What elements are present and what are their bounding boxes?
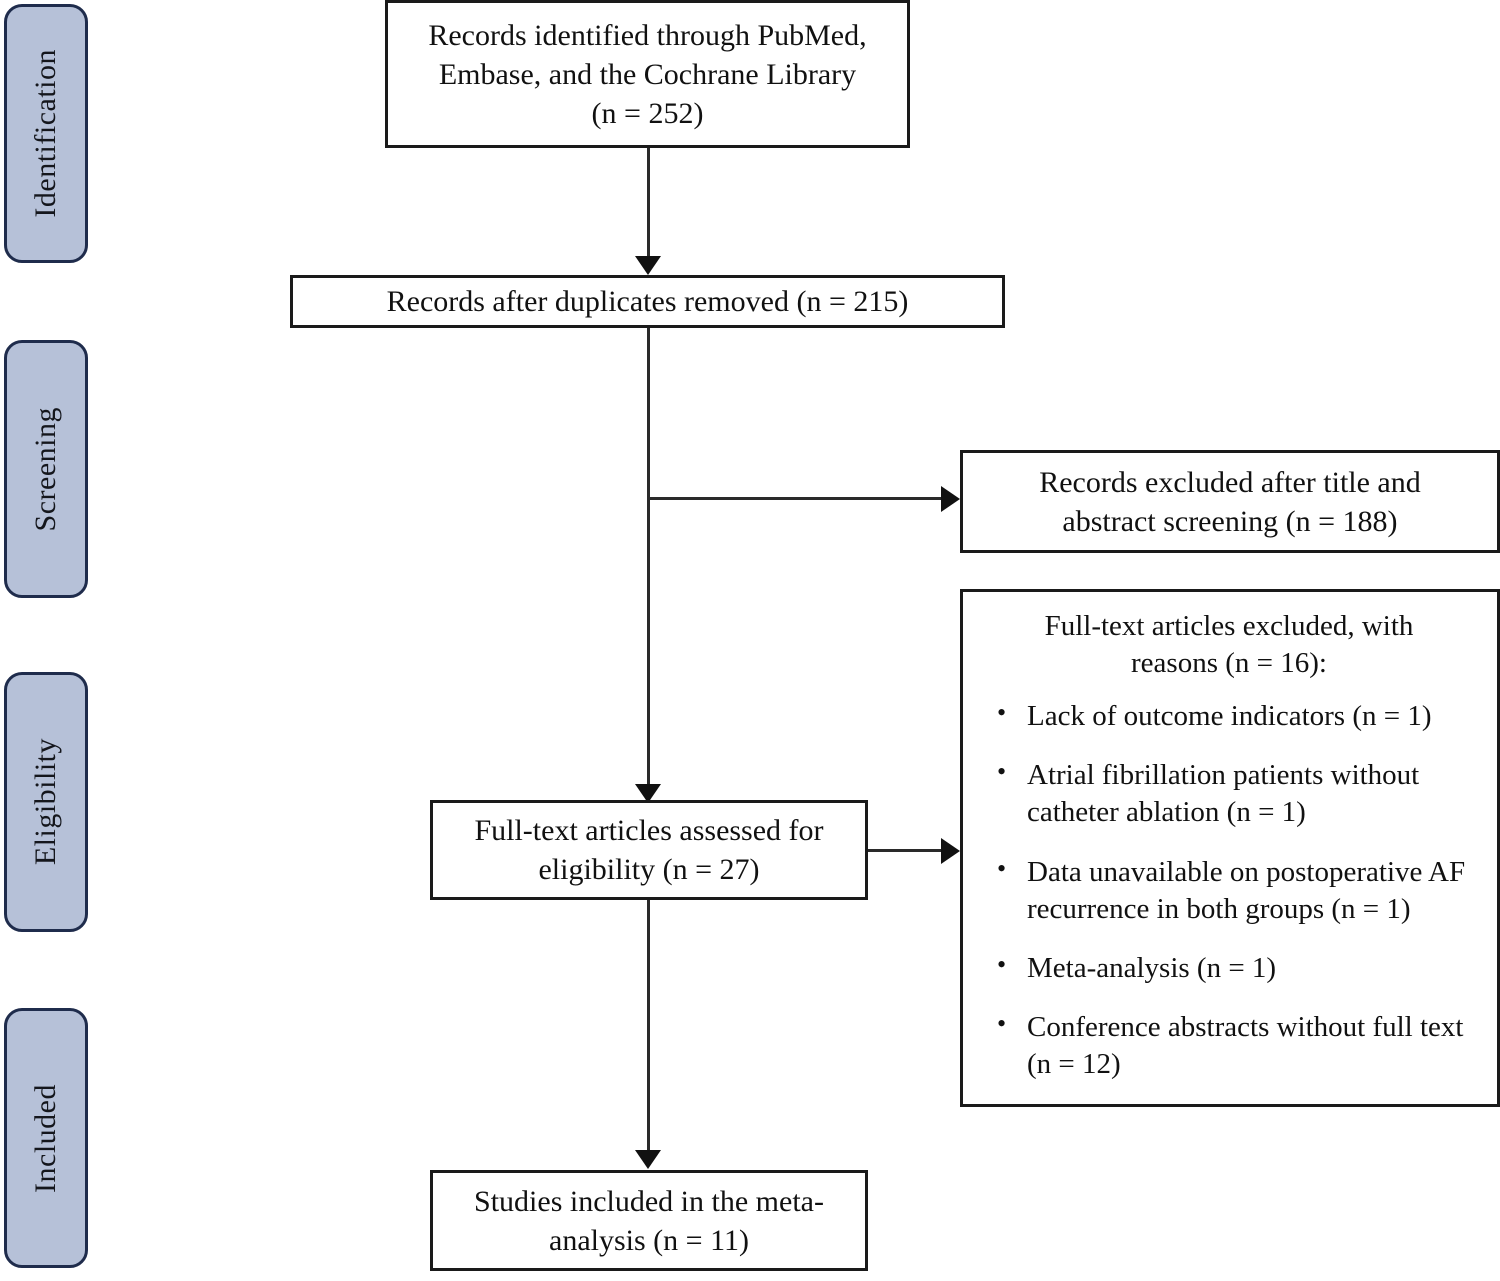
stage-label-included: Included	[29, 1083, 62, 1193]
box-records-excluded: Records excluded after title and abstrac…	[960, 450, 1500, 553]
reason-text: Atrial fibrillation patients without cat…	[1027, 759, 1420, 829]
studies-included-line-2: analysis (n = 11)	[549, 1223, 749, 1257]
list-item: • Meta-analysis (n = 1)	[979, 950, 1479, 987]
duplicates-removed-line-1: Records after duplicates removed (n = 21…	[386, 285, 909, 318]
list-item: • Conference abstracts without full text…	[979, 1009, 1479, 1083]
arrowhead-identified-to-duplicates	[635, 256, 661, 275]
bullet-icon: •	[997, 757, 1007, 787]
box-records-identified: Records identified through PubMed, Embas…	[385, 0, 910, 148]
list-item: • Lack of outcome indicators (n = 1)	[979, 698, 1479, 735]
studies-included-line-1: Studies included in the meta-	[474, 1184, 824, 1218]
connector-duplicates-to-fulltext	[647, 328, 650, 792]
arrowhead-screening-exclusion	[941, 486, 960, 512]
list-item: • Atrial fibrillation patients without c…	[979, 757, 1479, 831]
stage-pill-eligibility: Eligibility	[4, 672, 88, 932]
reason-text: Meta-analysis (n = 1)	[1027, 951, 1277, 984]
connector-fulltext-to-included	[647, 900, 650, 1158]
records-identified-line-2: Embase, and the Cochrane Library	[438, 57, 857, 91]
connector-eligibility-exclusion	[868, 849, 941, 852]
bullet-icon: •	[997, 949, 1007, 979]
reason-text: Conference abstracts without full text (…	[1027, 1010, 1464, 1080]
box-fulltext-assessed: Full-text articles assessed for eligibil…	[430, 800, 868, 900]
arrowhead-duplicates-to-fulltext	[635, 784, 661, 803]
stage-pill-identification: Identification	[4, 4, 88, 263]
bullet-icon: •	[997, 1008, 1007, 1038]
connector-screening-exclusion	[647, 497, 941, 500]
fulltext-excluded-reason-list: • Lack of outcome indicators (n = 1) • A…	[979, 698, 1479, 1083]
fulltext-assessed-line-1: Full-text articles assessed for	[474, 814, 824, 847]
box-fulltext-excluded: Full-text articles excluded, with reason…	[960, 589, 1500, 1107]
reason-text: Lack of outcome indicators (n = 1)	[1027, 700, 1432, 733]
records-excluded-line-2: abstract screening (n = 188)	[1062, 504, 1398, 538]
fulltext-excluded-heading-line-1: Full-text articles excluded, with	[1044, 610, 1414, 642]
records-identified-line-1: Records identified through PubMed,	[428, 18, 867, 52]
stage-pill-screening: Screening	[4, 340, 88, 598]
box-studies-included: Studies included in the meta- analysis (…	[430, 1170, 868, 1271]
records-identified-line-3: (n = 252)	[591, 96, 704, 130]
stage-label-identification: Identification	[29, 49, 62, 218]
arrowhead-eligibility-exclusion	[941, 838, 960, 864]
stage-label-screening: Screening	[29, 406, 62, 532]
stage-pill-included: Included	[4, 1008, 88, 1268]
reason-text: Data unavailable on postoperative AF rec…	[1027, 855, 1466, 925]
fulltext-assessed-line-2: eligibility (n = 27)	[538, 853, 760, 886]
arrowhead-fulltext-to-included	[635, 1150, 661, 1169]
connector-identified-to-duplicates	[647, 148, 650, 256]
box-duplicates-removed: Records after duplicates removed (n = 21…	[290, 275, 1005, 328]
fulltext-excluded-heading-line-2: reasons (n = 16):	[1131, 647, 1327, 680]
fulltext-excluded-heading: Full-text articles excluded, with reason…	[979, 608, 1479, 682]
stage-label-eligibility: Eligibility	[29, 738, 62, 866]
bullet-icon: •	[997, 698, 1007, 728]
records-excluded-line-1: Records excluded after title and	[1039, 465, 1421, 499]
list-item: • Data unavailable on postoperative AF r…	[979, 854, 1479, 928]
bullet-icon: •	[997, 853, 1007, 883]
